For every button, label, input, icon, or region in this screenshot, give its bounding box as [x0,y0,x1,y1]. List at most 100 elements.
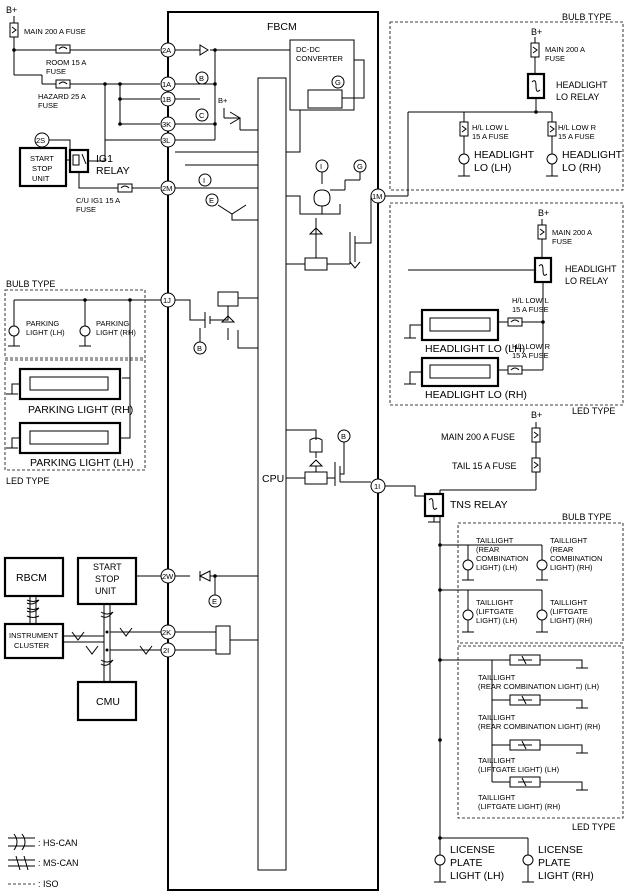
terminal-2w-label: 2W [162,572,174,581]
room-fuse-label-2: FUSE [46,67,66,76]
tb4-2: (LIFTGATE [550,607,588,616]
hl-low-r-2: 15 A FUSE [558,132,595,141]
hl-led-rh-label: HEADLIGHT LO (RH) [425,389,527,401]
terminal-3l-label: 3L [162,136,170,145]
tl3-1: TAILLIGHT [478,756,516,765]
hl-bulb-type-label: BULB TYPE [562,12,611,22]
parking-rh-2: LIGHT (RH) [96,328,136,337]
headlight-led-section: B+ MAIN 200 A FUSE HEADLIGHT LO RELAY H/… [389,202,624,416]
tail-fuse-label: TAIL 15 A FUSE [452,461,517,471]
hazard-fuse-symbol [55,79,71,89]
fbcm-box [167,11,379,891]
fbcm-module: FBCM CPU DC-DC CONVERTER G 2A 1A 1B 3K 3… [160,11,386,891]
tb1-1: TAILLIGHT [476,536,514,545]
rbcm-box [3,556,65,598]
parking-led-rh-label: PARKING LIGHT (RH) [28,404,133,416]
lic-rh-1: LICENSE [538,844,583,856]
cu-fuse-label-1: C/U IG1 15 A [76,196,120,205]
parking-lh-2: LIGHT (LH) [26,328,65,337]
tb2-1: TAILLIGHT [550,536,588,545]
license-bulb-lh [434,854,446,866]
hl-led-type-label: LED TYPE [572,406,615,416]
tail-led-section: TAILLIGHT (REAR COMBINATION LIGHT) (LH) … [440,645,624,832]
ref-i-right-label: I [320,162,322,171]
hl-relay-2: LO RELAY [556,92,599,102]
parking-led-type-label: LED TYPE [6,476,49,486]
tail-supply-section: B+ MAIN 200 A FUSE TAIL 15 A FUSE TNS RE… [385,410,542,860]
terminal-2s-label: 2S [36,136,45,145]
ref-c-top [195,108,209,122]
ref-c-top-label: C [199,111,205,120]
terminal-1j-label: 1J [163,296,171,305]
cu-fuse-label-2: FUSE [76,205,96,214]
hl-low-l-2: 15 A FUSE [472,132,509,141]
hl-bulb-lh-2: LO (LH) [474,162,511,174]
hl-led-b-plus: B+ [538,208,549,218]
tl2-2: (REAR COMBINATION LIGHT) (RH) [478,722,601,731]
fbcm-title: FBCM [267,21,297,33]
b-plus-label: B+ [6,5,17,15]
tl4-2: (LIFTGATE LIGHT) (RH) [478,802,561,811]
tail-main-fuse: MAIN 200 A FUSE [441,432,515,442]
tail-bulb-lg-lh [462,609,474,621]
terminal-3k-label: 3K [162,120,171,129]
tb1-2: (REAR [476,545,500,554]
parking-bulb-lh [8,325,20,337]
terminal-1b-label: 1B [162,95,171,104]
ref-g-top [331,75,345,89]
lic-lh-1: LICENSE [450,844,495,856]
cmu-box [76,680,138,722]
tail-bulb-rcl-lh [462,559,474,571]
hl-main-fuse-2: FUSE [545,54,565,63]
parking-rh-1: PARKING [96,319,129,328]
headlight-bulb-section: BULB TYPE B+ MAIN 200 A FUSE HEADLIGHT L… [385,12,624,197]
start-stop-label-2: STOP [32,164,52,173]
hl-led-main-2: FUSE [552,237,572,246]
room-fuse-label-1: ROOM 15 A [46,58,86,67]
hl-led-low-l-2: 15 A FUSE [512,305,549,314]
tl4-1: TAILLIGHT [478,793,516,802]
legend-ms-can: : MS-CAN [38,858,79,868]
hl-low-l-1: H/L LOW L [472,123,509,132]
hl-bulb-lh [458,153,470,165]
ss-bottom-1: START [93,562,122,572]
instrument-label-2: CLUSTER [14,641,50,650]
terminal-2m-label: 2M [162,184,172,193]
tail-bulb-rcl-rh [536,559,548,571]
tb4-3: LIGHT) (RH) [550,616,593,625]
lic-rh-3: LIGHT (RH) [538,870,594,882]
main-fuse-label: MAIN 200 A FUSE [24,27,86,36]
ref-g-top-label: G [335,78,341,87]
parking-bulb-type-label: BULB TYPE [6,279,55,289]
tb4-1: TAILLIGHT [550,598,588,607]
hl-relay-1: HEADLIGHT [556,80,608,90]
tl1-1: TAILLIGHT [478,673,516,682]
tb3-1: TAILLIGHT [476,598,514,607]
start-stop-label-3: UNIT [32,174,50,183]
hl-b-plus: B+ [531,27,542,37]
tns-relay-label: TNS RELAY [450,499,508,511]
tb1-4: LIGHT) (LH) [476,563,518,572]
start-stop-label-1: START [30,154,54,163]
ref-g-right-label: G [357,162,363,171]
ss-bottom-2: STOP [95,574,119,584]
hl-main-fuse-1: MAIN 200 A [545,45,585,54]
tb1-3: COMBINATION [476,554,528,563]
ref-b-top-label: B [199,74,204,83]
ref-b-parking-label: B [197,344,202,353]
ref-e-left-label: E [209,196,214,205]
tail-led-type-label: LED TYPE [572,822,615,832]
tns-relay [423,492,445,518]
left-power-supply: B+ MAIN 200 A FUSE ROOM 15 A FUSE HAZARD… [6,5,160,214]
hazard-fuse-label-2: FUSE [38,101,58,110]
ref-e-bottom-label: E [212,597,217,606]
ref-b-tail-label: B [341,432,346,441]
hl-low-r-1: H/L LOW R [558,123,597,132]
tl2-1: TAILLIGHT [478,713,516,722]
lic-lh-3: LIGHT (LH) [450,870,504,882]
ref-e-bottom [208,594,222,608]
hl-bulb-rh [546,153,558,165]
cpu-label: CPU [262,473,284,485]
hl-led-lh-label: HEADLIGHT LO (LH) [425,343,525,355]
